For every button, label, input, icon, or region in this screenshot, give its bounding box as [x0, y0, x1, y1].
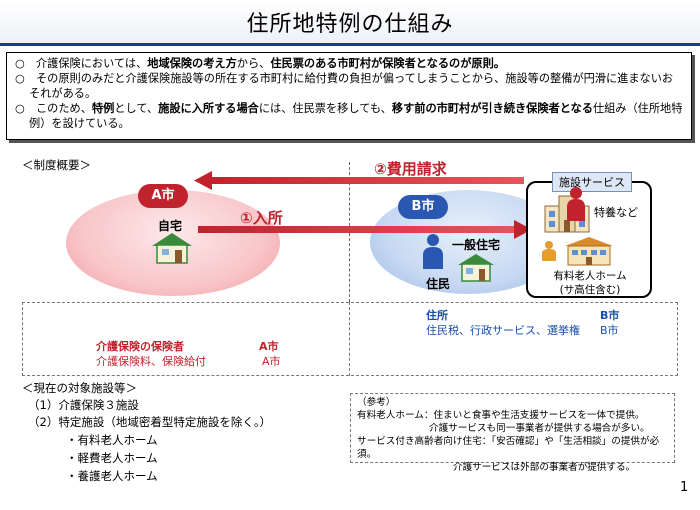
current-sub-item: ・軽費老人ホーム	[66, 451, 158, 465]
person-icon	[567, 187, 585, 221]
address-label: 住所	[426, 309, 448, 322]
info-divider	[349, 302, 350, 376]
insurer-label: 介護保険の保険者	[96, 340, 184, 353]
intro-bold: 施設に入所する場合	[158, 102, 259, 115]
note-line: 有料老人ホーム：住まいと食事や生活支援サービスを一体で提供。	[357, 410, 645, 421]
city-b-badge: B市	[398, 195, 448, 219]
insurer-value: A市	[259, 340, 279, 353]
intro-bold: 住民票のある市町村が保険者となるのが原則。	[270, 57, 505, 70]
intro-text: ○ 介護保険においては、	[15, 57, 148, 70]
info-box	[22, 302, 678, 376]
intro-bold: 移す前の市町村が引き続き保険者となる	[391, 102, 593, 115]
intro-paragraph-1: ○ 介護保険においては、地域保険の考え方から、住民票のある市町村が保険者となるの…	[15, 56, 683, 71]
intro-box: ○ 介護保険においては、地域保険の考え方から、住民票のある市町村が保険者となるの…	[6, 52, 692, 140]
note-line: 介護サービスは外部の事業者が提供する。	[453, 462, 636, 473]
yuryo-label: 有料老人ホーム	[553, 270, 627, 282]
intro-bold: 地域保険の考え方	[147, 57, 237, 70]
right-items-value: B市	[600, 324, 619, 337]
move-arrow	[198, 220, 532, 239]
person-icon	[423, 234, 443, 269]
left-items-label: 介護保険料、保険給付	[96, 355, 206, 368]
yuryo-note: (サ高住含む)	[559, 284, 621, 296]
intro-paragraph-2: ○ その原則のみだと介護保険施設等の所在する市町村に給付費の負担が偏ってしまうこ…	[15, 72, 674, 100]
current-item-1: （1）介護保険３施設	[28, 398, 139, 412]
current-item-2: （2）特定施設（地域密着型特定施設を除く。）	[28, 415, 272, 429]
resident-label: 住民	[426, 277, 451, 291]
home-a-label: 自宅	[158, 219, 183, 233]
intro-text: として、	[114, 102, 159, 115]
house-icon	[458, 254, 494, 282]
bill-label: ②費用請求	[374, 160, 447, 178]
overview-label: ＜制度概要＞	[22, 158, 91, 172]
intro-text: ○ このため、	[15, 102, 92, 115]
title-bar	[0, 0, 700, 46]
reference-note: （参考） 有料老人ホーム：住まいと食事や生活支援サービスを一体で提供。 介護サー…	[350, 393, 675, 473]
left-items-value: A市	[262, 355, 281, 368]
right-items-label: 住民税、行政サービス、選挙権	[426, 324, 580, 337]
note-line: サービス付き高齢者向け住宅：「安否確認」や「生活相談」の提供が必須。	[357, 436, 660, 460]
house-icon	[152, 233, 192, 264]
bill-arrow	[194, 171, 524, 190]
care-home-icon	[565, 237, 613, 266]
page-title: 住所地特例の仕組み	[246, 12, 454, 37]
home-b-label: 一般住宅	[452, 238, 501, 252]
tokuyou-label: 特養など	[594, 206, 638, 219]
person-icon	[542, 241, 556, 261]
note-line: 介護サービスも同一事業者が提供する場合が多い。	[429, 423, 650, 434]
intro-text: 仕組み（住所地特例）を設けている。	[29, 102, 683, 130]
address-value: B市	[600, 309, 620, 322]
current-sub-item: ・有料老人ホーム	[66, 433, 158, 447]
current-label: ＜現在の対象施設等＞	[22, 381, 137, 395]
city-a-badge: A市	[138, 184, 188, 208]
facility-header: 施設サービス	[552, 172, 632, 192]
current-sub-item: ・養護老人ホーム	[66, 469, 158, 483]
note-label: （参考）	[357, 397, 396, 408]
page-number: 1	[680, 480, 689, 495]
intro-text: には、住民票を移しても、	[258, 102, 392, 115]
intro-bold: 特例	[91, 102, 115, 115]
intro-paragraph-3: ○ このため、特例として、施設に入所する場合には、住民票を移しても、移す前の市町…	[15, 101, 683, 131]
intro-text: から、	[236, 57, 271, 70]
move-label: ①入所	[240, 209, 283, 227]
